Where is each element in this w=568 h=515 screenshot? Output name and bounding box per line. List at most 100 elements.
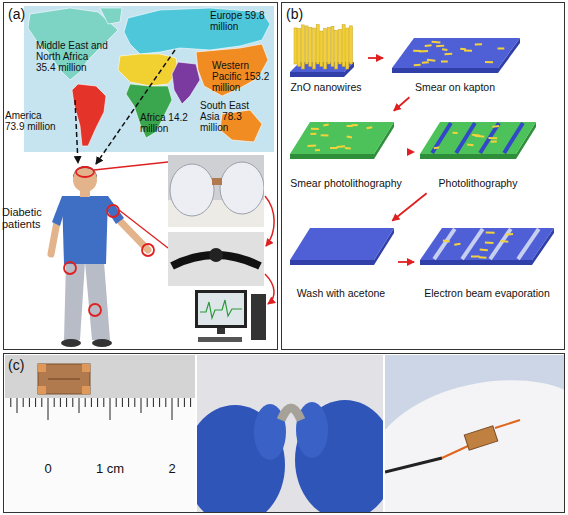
ruler-tick <box>141 398 142 413</box>
panel-label: (c) <box>8 357 24 373</box>
nanowire <box>345 147 351 150</box>
patient-figure <box>51 166 154 347</box>
sensor-site <box>89 304 101 316</box>
flow-arrow <box>265 196 274 246</box>
nanowire <box>485 61 493 63</box>
process-arrow <box>398 261 414 263</box>
ruler-tick <box>17 398 18 413</box>
photo-ground <box>168 155 264 227</box>
ruler-tick <box>159 398 160 407</box>
nanowire <box>436 45 444 48</box>
substrate-top <box>420 122 536 154</box>
nanowire <box>464 50 472 52</box>
nanowire <box>347 125 353 127</box>
sensor-housing <box>209 248 223 262</box>
nanowire <box>323 124 328 127</box>
ruler-tick <box>190 398 191 407</box>
ruler-tick <box>172 398 173 420</box>
substrate-edge <box>392 68 498 73</box>
region-label: Africa 14.2 million <box>140 112 196 134</box>
nanowire <box>320 31 323 66</box>
ruler-number: 1 cm <box>85 462 135 477</box>
photo-cloth <box>385 355 565 512</box>
ruler-tick <box>60 398 61 407</box>
wire <box>442 446 468 458</box>
substrate-top <box>420 228 554 260</box>
computer <box>195 290 266 342</box>
ruler-tick <box>110 398 111 420</box>
contact-pad <box>38 386 46 394</box>
sleeve <box>104 196 124 224</box>
process-arrow <box>392 193 426 220</box>
ruler-tick <box>178 398 179 407</box>
signal-trace <box>200 300 242 318</box>
screen <box>198 293 244 325</box>
ocean <box>24 6 274 152</box>
nanowire <box>434 146 439 149</box>
sensor-site <box>64 262 76 274</box>
nanowire <box>427 59 435 62</box>
contact-pad <box>82 386 90 394</box>
nanowire <box>422 61 429 64</box>
south-east-asia-region <box>172 62 200 104</box>
electrode-substrate <box>420 228 554 265</box>
ruler-tick <box>10 398 11 407</box>
ruler-number: 0 <box>28 462 68 477</box>
sensor-site <box>76 167 94 177</box>
nanowire <box>425 44 432 47</box>
ruler-tick <box>72 398 73 407</box>
ruler-tick <box>147 398 148 407</box>
electrode <box>434 229 455 259</box>
ruler-tick <box>48 398 49 420</box>
bent-sensor <box>281 408 301 420</box>
nanowire <box>342 25 345 67</box>
leader-line <box>94 162 168 170</box>
gloved-hand <box>220 162 264 214</box>
nanowire <box>327 27 330 64</box>
gloved-hand <box>197 405 285 512</box>
sleeve <box>52 196 66 226</box>
ruler-tick <box>153 398 154 407</box>
nanowire <box>311 128 319 130</box>
step-label: Wash with acetone <box>297 287 385 302</box>
nanowire <box>480 248 488 251</box>
substrate-top <box>290 228 394 260</box>
nanowire <box>475 43 482 45</box>
ruler-tick <box>97 398 98 407</box>
electrode <box>432 123 451 153</box>
nanowire <box>489 137 498 139</box>
flow-arrow <box>265 274 274 304</box>
step-label: Electron beam evaporation <box>424 287 550 302</box>
nanowire <box>298 28 301 66</box>
region-label: Western Pacific 153.2 million <box>212 60 274 94</box>
process-arrow <box>408 151 414 153</box>
ruler <box>5 398 195 512</box>
ruler-tick <box>85 398 86 407</box>
greenland-region <box>100 8 122 24</box>
photoresist-substrate <box>290 122 394 159</box>
ruler-tick <box>122 398 123 407</box>
computer-tower <box>251 294 266 340</box>
nanowire <box>337 145 345 148</box>
nanowire <box>315 149 320 151</box>
nanowire <box>485 241 494 243</box>
step-label: Photolithography <box>439 177 518 192</box>
nanowire <box>309 28 312 67</box>
nanowire <box>472 134 479 137</box>
panel-label: (b) <box>286 6 303 22</box>
process-step: Smear photolithography <box>286 112 406 192</box>
step-label: ZnO nanowires <box>290 81 361 96</box>
photo-gloves <box>197 355 383 512</box>
ruler-tick <box>128 398 129 407</box>
kapton-substrate <box>392 38 520 73</box>
nanowire <box>310 133 316 135</box>
electrode <box>48 379 80 380</box>
nanowire <box>316 25 319 64</box>
trouser-leg <box>85 262 110 340</box>
ruler-tick <box>134 398 135 407</box>
nanowire <box>307 144 316 146</box>
electrode <box>462 229 483 259</box>
head <box>73 168 97 192</box>
nanowire <box>492 125 499 128</box>
keyboard <box>198 337 242 342</box>
